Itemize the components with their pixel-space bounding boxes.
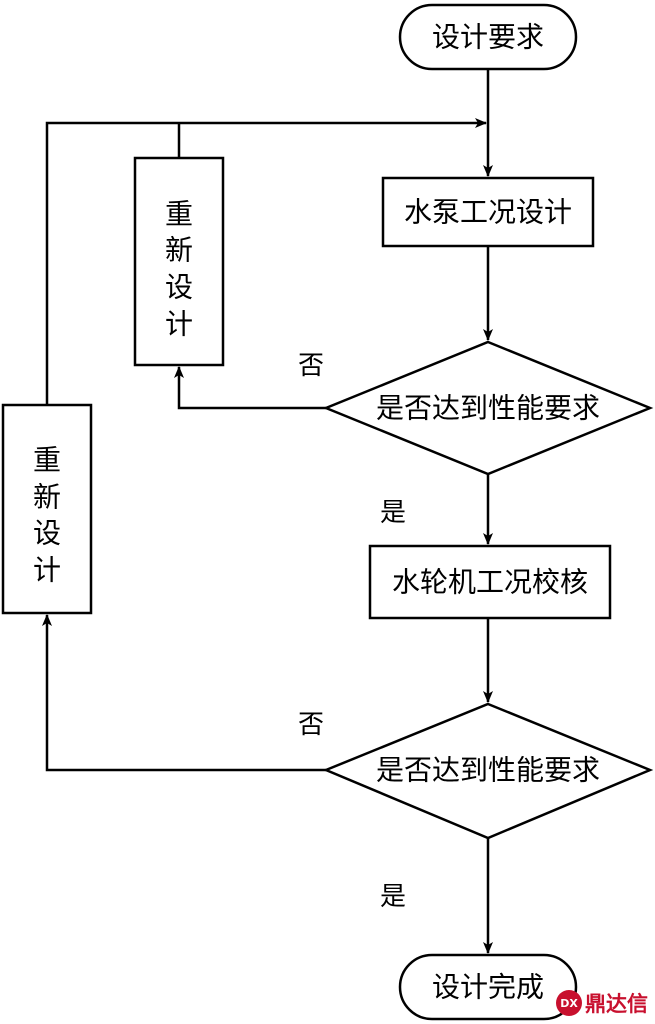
redesign2-char-4: 计 xyxy=(33,554,61,587)
pump-design-box xyxy=(381,176,595,248)
watermark-mark-icon: DX xyxy=(556,990,582,1016)
edge-check2-no-to-redesign2 xyxy=(42,614,326,772)
start-label: 设计要求 xyxy=(432,21,544,54)
check2-yes-label: 是 xyxy=(380,882,406,912)
redesign1-char-4: 计 xyxy=(165,308,193,341)
redesign1-char-3: 设 xyxy=(165,271,193,304)
redesign2-char-3: 设 xyxy=(33,517,61,550)
redesign1-char-1: 重 xyxy=(165,198,193,231)
redesign2-char-2: 新 xyxy=(33,481,61,514)
watermark-logo: DX 鼎达信 xyxy=(556,986,652,1020)
check2-no-label: 否 xyxy=(298,710,324,740)
check1-label: 是否达到性能要求 xyxy=(376,392,600,425)
check2-label: 是否达到性能要求 xyxy=(376,754,600,787)
redesign1-box xyxy=(133,156,225,367)
end-node xyxy=(398,953,578,1021)
redesign2-char-1: 重 xyxy=(33,444,61,477)
turbine-check-label: 水轮机工况校核 xyxy=(392,566,588,599)
edge-check1-no-to-redesign1 xyxy=(174,366,326,410)
check1-yes-label: 是 xyxy=(380,498,406,528)
end-label: 设计完成 xyxy=(432,971,544,1004)
redesign1-char-2: 新 xyxy=(165,234,193,267)
check1-no-label: 否 xyxy=(298,351,324,381)
turbine-check-box xyxy=(368,544,612,620)
watermark-text: 鼎达信 xyxy=(585,992,648,1016)
redesign2-box xyxy=(1,403,93,615)
edge-redesign2-loop xyxy=(45,118,487,405)
pump-design-label: 水泵工况设计 xyxy=(404,196,572,229)
